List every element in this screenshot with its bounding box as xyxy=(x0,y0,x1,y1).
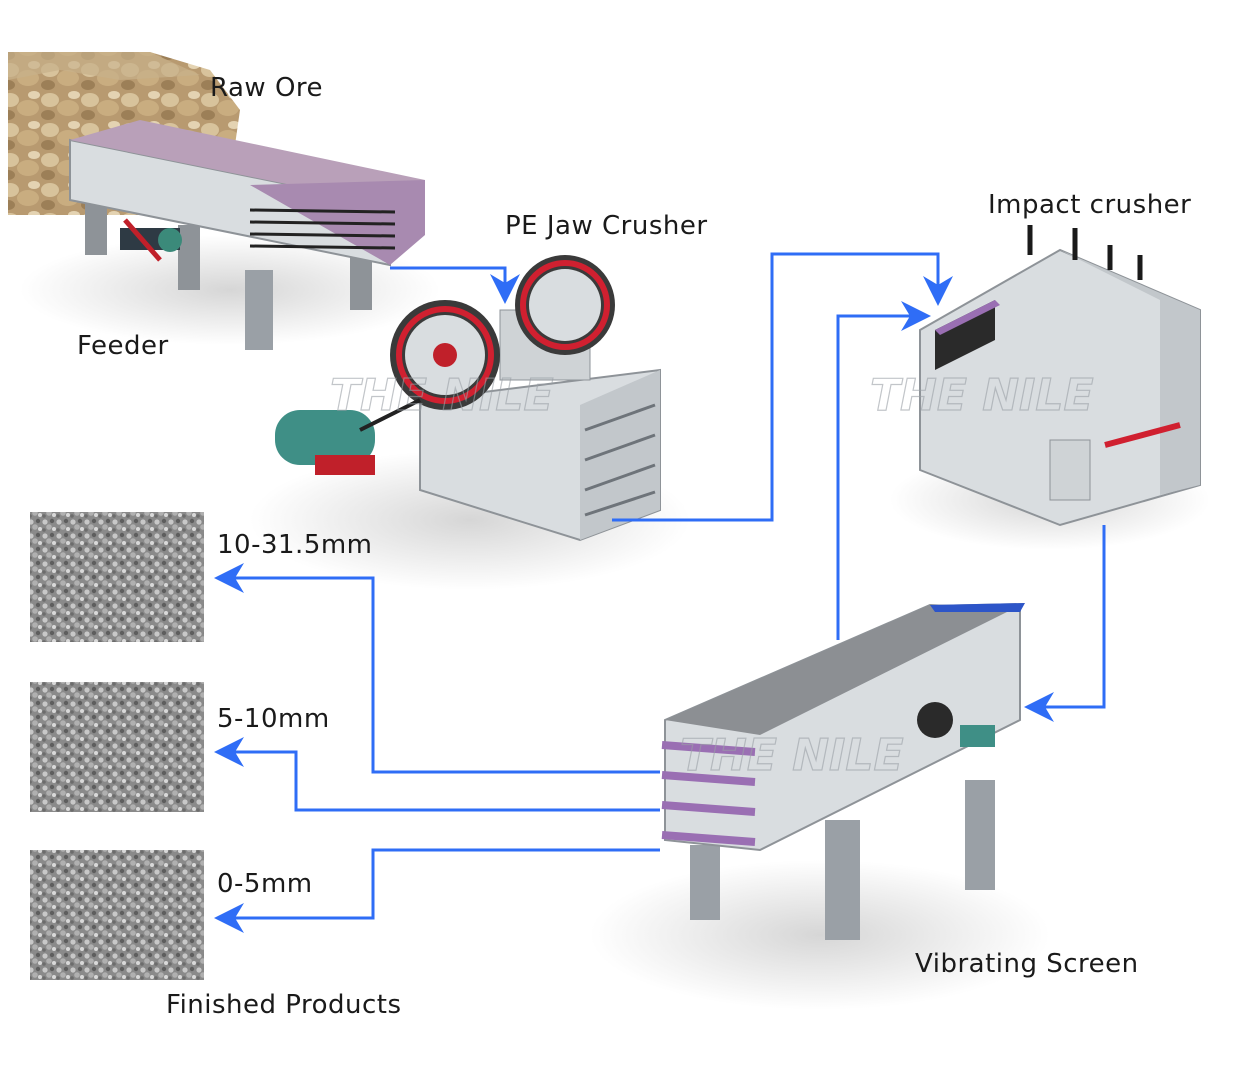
arrow-screen-return-to-impact xyxy=(836,301,931,640)
jaw-crusher-label: PE Jaw Crusher xyxy=(505,211,708,241)
size-0-5mm-label: 0-5mm xyxy=(217,869,313,899)
size-5-10mm-label: 5-10mm xyxy=(217,704,330,734)
arrow-screen-to-10-31.5mm xyxy=(214,563,660,774)
finished-products-label: Finished Products xyxy=(166,990,402,1020)
feeder-machine xyxy=(20,120,440,350)
watermark: THE NILE THE NILE THE NILE xyxy=(329,369,1094,781)
arrow-screen-to-5-10mm xyxy=(214,737,660,812)
watermark-text-2: THE NILE xyxy=(870,370,1094,421)
arrow-impact-to-screen xyxy=(1024,525,1106,722)
watermark-text-3: THE NILE xyxy=(680,730,904,781)
size-10-31.5mm-label: 10-31.5mm xyxy=(217,530,373,560)
watermark-text-1: THE NILE xyxy=(330,370,554,421)
gravel-image-0-5mm xyxy=(30,850,204,980)
arrow-screen-to-0-5mm xyxy=(214,848,660,933)
impact-crusher-label: Impact crusher xyxy=(988,190,1192,220)
gravel-image-5-10mm xyxy=(30,682,204,812)
arrow-feeder-to-jaw xyxy=(390,266,520,304)
gravel-image-10-31.5mm xyxy=(30,512,204,642)
vibrating-screen-machine xyxy=(590,603,1050,1010)
raw-ore-label: Raw Ore xyxy=(210,73,324,103)
jaw-crusher-machine xyxy=(250,255,690,590)
impact-crusher-machine xyxy=(890,225,1210,550)
arrow-jaw-to-impact xyxy=(612,252,953,522)
vibrating-screen-label: Vibrating Screen xyxy=(915,949,1139,979)
feeder-label: Feeder xyxy=(77,331,169,361)
